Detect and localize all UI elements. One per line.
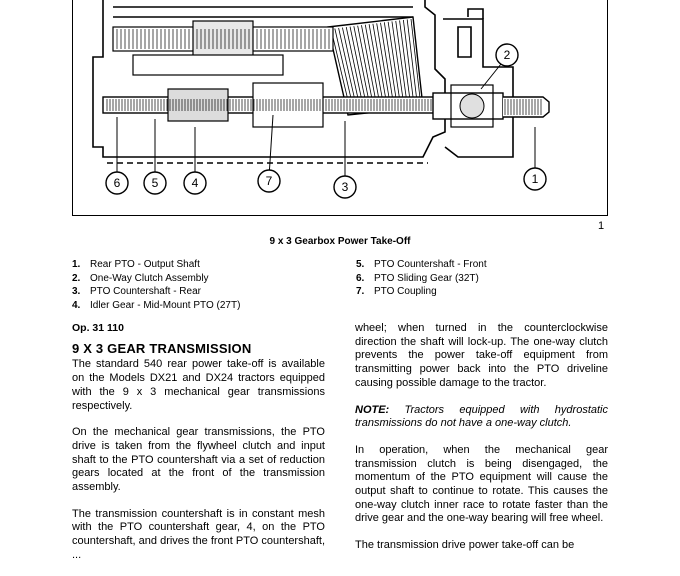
legend-text: PTO Countershaft - Front <box>374 259 487 270</box>
legend-text: Idler Gear - Mid-Mount PTO (27T) <box>90 299 241 311</box>
note-label: NOTE: <box>355 403 390 416</box>
callout-3: 3 <box>333 175 357 199</box>
left-column: Op. 31 110 9 X 3 GEAR TRANSMISSION The s… <box>72 322 325 576</box>
body-paragraph: The transmission drive power take-off ca… <box>355 539 575 552</box>
legend-number: 3. <box>72 286 81 297</box>
legend-left: 1. Rear PTO - Output Shaft 2. One-Way Cl… <box>72 258 240 312</box>
legend-item: 4. Idler Gear - Mid-Mount PTO (27T) <box>72 299 240 313</box>
svg-text:7: 7 <box>266 174 273 188</box>
svg-text:6: 6 <box>114 176 121 190</box>
pto-output-shaft <box>432 84 550 128</box>
legend-item: 1. Rear PTO - Output Shaft <box>72 258 240 272</box>
legend-number: 6. <box>356 272 365 284</box>
note-text: Tractors equipped with hydrostatic trans… <box>355 403 608 430</box>
body-paragraph: The standard 540 rear power take-off is … <box>72 358 325 412</box>
svg-text:3: 3 <box>342 180 349 194</box>
callout-1: 1 <box>523 167 547 191</box>
bevel-ring-gear <box>327 16 424 116</box>
gearbox-diagram: 1 2 3 4 5 6 7 <box>92 0 550 199</box>
figure-frame: 1 2 3 4 5 6 7 <box>72 0 608 216</box>
section-title: 9 X 3 GEAR TRANSMISSION <box>72 340 252 356</box>
svg-text:4: 4 <box>192 176 199 190</box>
legend-number: 1. <box>72 259 81 270</box>
legend-number: 5. <box>356 259 365 270</box>
figure-number: 1 <box>598 220 605 232</box>
legend-text: PTO Sliding Gear (32T) <box>374 272 479 284</box>
operation-reference: Op. 31 110 <box>72 322 124 334</box>
legend-right: 5. PTO Countershaft - Front 6. PTO Slidi… <box>356 258 487 299</box>
legend-number: 7. <box>356 286 365 297</box>
legend-text: PTO Coupling <box>374 286 437 297</box>
legend-item: 3. PTO Countershaft - Rear <box>72 285 240 299</box>
body-paragraph: In operation, when the mechanical gear t… <box>355 443 608 525</box>
transmission-housing <box>92 0 514 164</box>
body-paragraph: wheel; when turned in the counterclockwi… <box>355 322 608 389</box>
body-paragraph: The transmission countershaft is in cons… <box>72 507 325 561</box>
callout-5: 5 <box>143 171 167 195</box>
legend-text: One-Way Clutch Assembly <box>90 272 209 284</box>
legend-item: 5. PTO Countershaft - Front <box>356 258 487 272</box>
callout-6: 6 <box>105 171 129 195</box>
callout-4: 4 <box>183 171 207 195</box>
legend-text: Rear PTO - Output Shaft <box>90 259 200 270</box>
right-column: wheel; when turned in the counterclockwi… <box>355 322 608 566</box>
figure-caption: 9 x 3 Gearbox Power Take-Off <box>269 236 411 247</box>
upper-shaft-assembly <box>112 20 334 76</box>
legend-number: 2. <box>72 272 81 284</box>
callout-2: 2 <box>495 43 519 67</box>
legend-number: 4. <box>72 299 81 311</box>
callout-7: 7 <box>257 169 281 193</box>
svg-text:2: 2 <box>504 48 511 62</box>
body-paragraph: On the mechanical gear transmissions, th… <box>72 426 325 494</box>
legend-item: 6. PTO Sliding Gear (32T) <box>356 272 487 286</box>
legend-item: 7. PTO Coupling <box>356 285 487 299</box>
legend-item: 2. One-Way Clutch Assembly <box>72 272 240 286</box>
legend-text: PTO Countershaft - Rear <box>90 286 201 297</box>
svg-text:1: 1 <box>532 172 539 186</box>
svg-text:5: 5 <box>152 176 159 190</box>
note-paragraph: NOTE: Tractors equipped with hydrostatic… <box>355 404 608 431</box>
pto-countershaft <box>102 82 444 128</box>
